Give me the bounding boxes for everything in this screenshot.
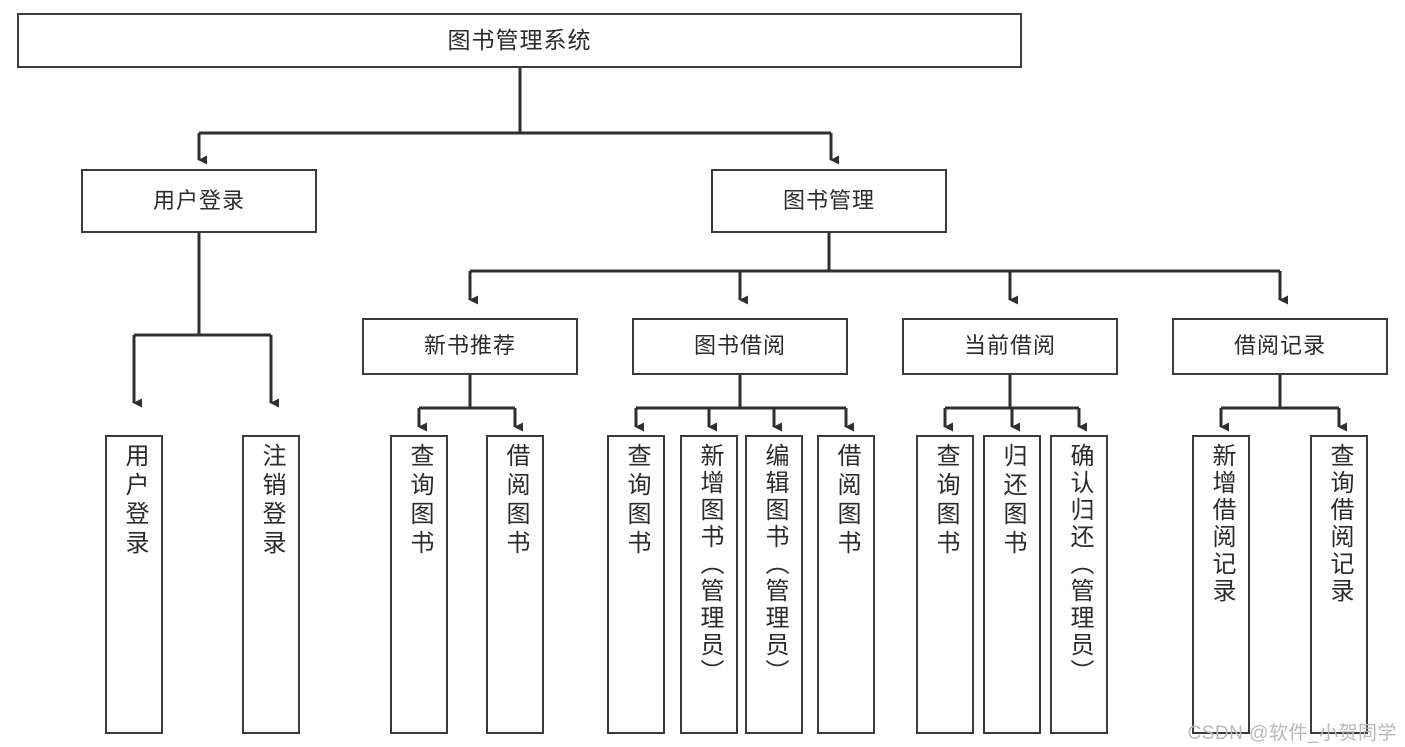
leaf-add-borrow-record[interactable]: 新增借阅记录 [1192,435,1250,734]
node-label: 编辑图书（管理员） [761,443,788,686]
leaf-borrow-book-recommend[interactable]: 借阅图书 [486,435,544,734]
node-new-book-recommend[interactable]: 新书推荐 [362,318,578,375]
node-label: 注销登录 [258,443,285,559]
leaf-borrow-book-borrow[interactable]: 借阅图书 [817,435,875,734]
node-label: 归还图书 [999,443,1026,559]
node-label: 图书借阅 [693,333,786,359]
node-label: 查询图书 [623,443,650,559]
leaf-return-book[interactable]: 归还图书 [983,435,1041,734]
node-label: 新书推荐 [423,333,516,359]
node-label: 新增图书（管理员） [696,443,723,686]
node-label: 用户登录 [121,443,148,559]
node-label: 查询图书 [406,443,433,559]
node-label: 借阅图书 [833,443,860,559]
node-label: 图书管理 [782,187,875,213]
leaf-logout-login[interactable]: 注销登录 [242,435,300,734]
node-root-book-management-system[interactable]: 图书管理系统 [17,13,1022,68]
node-label: 查询借阅记录 [1326,443,1353,605]
node-user-login[interactable]: 用户登录 [81,169,317,233]
node-label: 确认归还（管理员） [1066,443,1093,686]
leaf-confirm-return-admin[interactable]: 确认归还（管理员） [1050,435,1108,734]
leaf-query-book-borrow[interactable]: 查询图书 [607,435,665,734]
node-label: 图书管理系统 [447,26,592,53]
leaf-user-login[interactable]: 用户登录 [105,435,163,734]
leaf-add-book-admin[interactable]: 新增图书（管理员） [680,435,738,734]
node-label: 当前借阅 [963,333,1056,359]
leaf-query-borrow-record[interactable]: 查询借阅记录 [1310,435,1368,734]
node-label: 借阅记录 [1233,333,1326,359]
node-label: 用户登录 [152,187,245,213]
leaf-edit-book-admin[interactable]: 编辑图书（管理员） [745,435,803,734]
leaf-query-book-recommend[interactable]: 查询图书 [390,435,448,734]
node-book-borrow[interactable]: 图书借阅 [632,318,848,375]
node-current-borrow[interactable]: 当前借阅 [902,318,1118,375]
node-book-manage[interactable]: 图书管理 [711,169,947,233]
node-label: 查询图书 [932,443,959,559]
leaf-query-book-current[interactable]: 查询图书 [916,435,974,734]
node-borrow-record[interactable]: 借阅记录 [1172,318,1388,375]
node-label: 新增借阅记录 [1208,443,1235,605]
node-label: 借阅图书 [502,443,529,559]
